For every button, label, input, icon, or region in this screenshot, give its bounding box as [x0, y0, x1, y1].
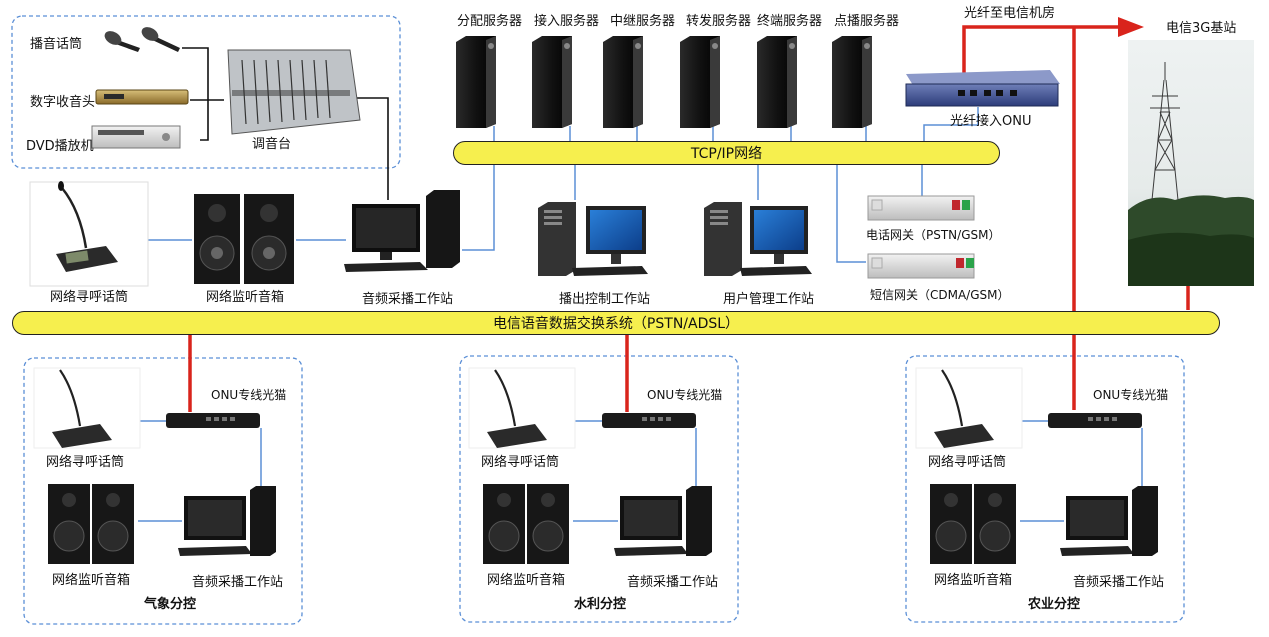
branch-water-workstation-label: 音频采播工作站 — [627, 575, 719, 590]
server-label-terminal: 终端服务器 — [757, 14, 823, 29]
server-label-forward: 转发服务器 — [686, 14, 752, 29]
dvd-player-icon — [91, 125, 181, 149]
monitor-speaker-icons — [194, 194, 294, 284]
branch-water-title: 水利分控 — [574, 597, 627, 612]
monitor-speakers-label: 网络监听音箱 — [206, 290, 285, 305]
server-label-vod: 点播服务器 — [834, 14, 900, 29]
digital-tuner-label: 数字收音头 — [30, 95, 96, 110]
phone-gateway-label: 电话网关（PSTN/GSM） — [866, 228, 1001, 242]
paging-mic-label: 网络寻呼话筒 — [50, 290, 129, 305]
paging-mic-icon — [29, 181, 149, 287]
branch-agri-mic-label: 网络寻呼话筒 — [928, 455, 1007, 470]
dvd-player-label: DVD播放机 — [26, 139, 94, 154]
branch-box-agri — [905, 355, 1185, 623]
branch-agri-devices — [915, 367, 1158, 564]
branch-water-modem-label: ONU专线光猫 — [647, 388, 723, 402]
server-label-access: 接入服务器 — [534, 14, 600, 29]
branch-weather-title: 气象分控 — [144, 597, 197, 612]
base-station-label: 电信3G基站 — [1166, 21, 1237, 36]
studio-group-box — [11, 15, 401, 169]
phone-gateway-icon — [867, 195, 975, 221]
server-label-relay: 中继服务器 — [610, 14, 676, 29]
fiber-onu-icon — [905, 70, 1060, 107]
branch-agri-workstation-label: 音频采播工作站 — [1073, 575, 1165, 590]
user-mgmt-workstation-icon — [704, 202, 812, 276]
branch-box-weather — [23, 357, 303, 625]
branch-weather-speakers-label: 网络监听音箱 — [52, 573, 131, 588]
telecom-bus-label: 电信语音数据交换系统（PSTN/ADSL） — [492, 316, 740, 332]
fiber-onu-label: 光纤接入ONU — [950, 114, 1032, 129]
mixer-icon — [227, 49, 361, 135]
mixer-label: 调音台 — [252, 137, 292, 152]
branch-agri-title: 农业分控 — [1028, 597, 1081, 612]
tcpip-bus-label: TCP/IP网络 — [690, 146, 763, 162]
branch-weather-mic-label: 网络寻呼话筒 — [46, 455, 125, 470]
fiber-links — [188, 25, 1190, 412]
branch-agri-modem-label: ONU专线光猫 — [1093, 388, 1169, 402]
audio-workstation-icon — [344, 190, 460, 272]
base-station-photo — [1128, 40, 1254, 286]
branch-agri-speakers-label: 网络监听音箱 — [934, 573, 1013, 588]
branch-water-devices — [468, 367, 712, 564]
sms-gateway-icon — [867, 253, 975, 279]
branch-weather-modem-label: ONU专线光猫 — [211, 388, 287, 402]
fiber-arrow-icon — [1118, 17, 1144, 37]
broadcast-control-label: 播出控制工作站 — [559, 292, 651, 307]
server-tower-icons — [456, 36, 872, 128]
branch-box-water — [459, 355, 739, 623]
telecom-exchange-bus: 电信语音数据交换系统（PSTN/ADSL） — [12, 311, 1220, 335]
digital-tuner-icon — [95, 89, 189, 105]
audio-links — [182, 47, 389, 200]
server-label-distribution: 分配服务器 — [457, 14, 523, 29]
tcpip-network-bus: TCP/IP网络 — [453, 141, 1000, 165]
lan-links — [138, 107, 1143, 522]
fiber-to-telecom-label: 光纤至电信机房 — [964, 6, 1056, 21]
branch-weather-devices — [33, 367, 276, 564]
branch-water-speakers-label: 网络监听音箱 — [487, 573, 566, 588]
branch-water-mic-label: 网络寻呼话筒 — [481, 455, 560, 470]
sms-gateway-label: 短信网关（CDMA/GSM） — [870, 288, 1010, 302]
broadcast-mic-label: 播音话筒 — [30, 37, 83, 52]
broadcast-control-workstation-icon — [538, 202, 648, 276]
branch-weather-workstation-label: 音频采播工作站 — [192, 575, 284, 590]
broadcast-mic-icon — [104, 27, 180, 52]
user-mgmt-label: 用户管理工作站 — [723, 292, 815, 307]
audio-capture-label: 音频采播工作站 — [362, 292, 454, 307]
